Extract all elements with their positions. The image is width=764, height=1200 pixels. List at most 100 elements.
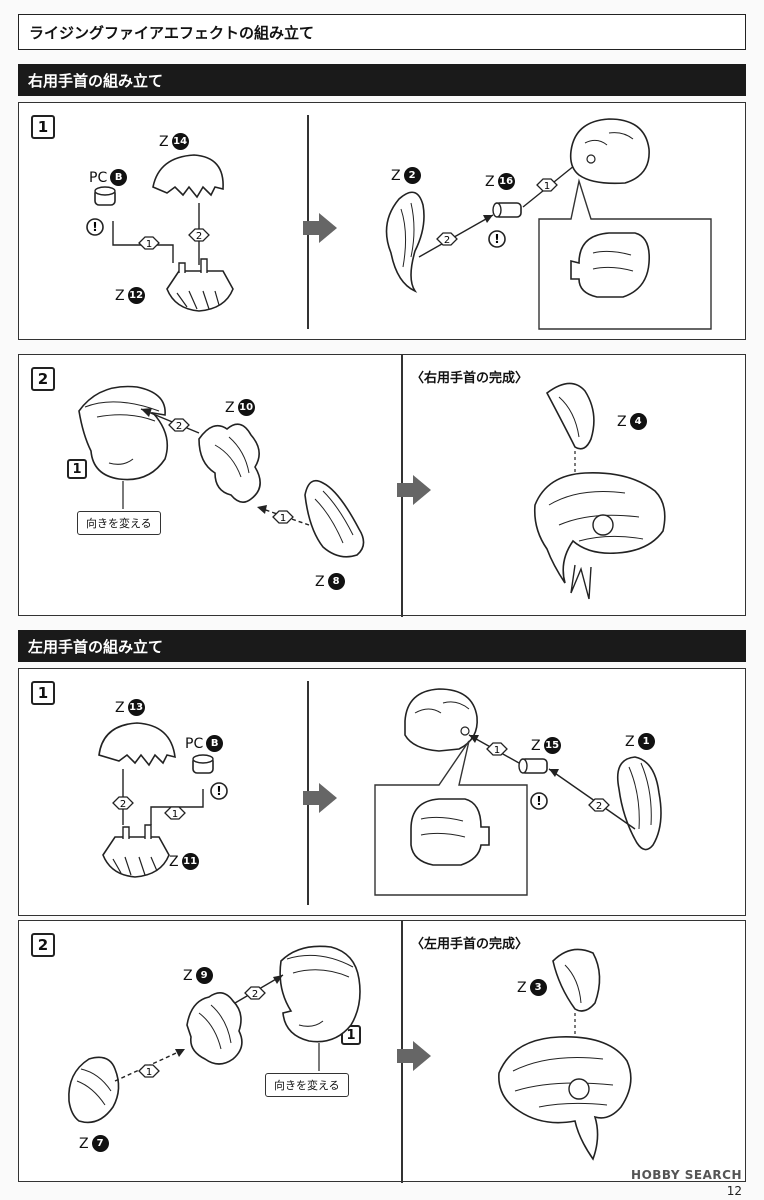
- note-turn-around: 向きを変える: [77, 511, 161, 535]
- part-z4-flame: [545, 382, 595, 450]
- part-z3-flame: [552, 948, 601, 1012]
- part-z1-flame: [616, 756, 662, 851]
- svg-text:!: !: [536, 794, 541, 808]
- page-title: ライジングファイアエフェクトの組み立て: [18, 14, 746, 50]
- next-step-arrow: [397, 1041, 431, 1071]
- sequence-markers: 2 1 1 2 ! !: [112, 742, 610, 820]
- complete-caption: 〈左用手首の完成〉: [411, 937, 529, 952]
- fist-detail: [570, 232, 651, 298]
- illustration-right-step1: [94, 118, 712, 330]
- seq-marker-1: 1: [486, 742, 508, 756]
- seq-marker-2: 2: [244, 986, 266, 1000]
- seq-marker-1: 1: [138, 236, 160, 250]
- svg-text:!: !: [216, 784, 221, 798]
- sequence-markers: 2 1: [138, 986, 266, 1078]
- completed-left-wrist: [498, 1036, 632, 1161]
- complete-caption: 〈右用手首の完成〉: [411, 371, 529, 386]
- seq-marker-1: 1: [536, 178, 558, 192]
- part-z9-flame: [186, 992, 243, 1065]
- part-z13-cap: [98, 722, 176, 767]
- part-z12-ribs: [176, 290, 220, 310]
- seq-marker-2: 2: [168, 418, 190, 432]
- seq-marker-2: 2: [588, 798, 610, 812]
- part-z12-pegs: [178, 258, 208, 273]
- ref-step-badge: 1: [67, 459, 87, 479]
- next-step-arrow: [397, 475, 431, 505]
- section-title-right-wrist: 右用手首の組み立て: [18, 64, 746, 96]
- fist-part: [569, 118, 650, 185]
- svg-text:1: 1: [146, 1067, 152, 1078]
- svg-text:1: 1: [146, 239, 152, 250]
- part-z11-base: [102, 836, 170, 878]
- seq-marker-2: 2: [112, 796, 134, 810]
- illustration-left-step1: [98, 688, 662, 896]
- svg-text:!: !: [92, 220, 97, 234]
- fist-detail: [410, 798, 490, 866]
- assembly-arrow: [548, 768, 636, 830]
- seq-marker-2: 2: [188, 228, 210, 242]
- svg-text:1: 1: [544, 181, 550, 192]
- seq-marker-2: 2: [436, 232, 458, 246]
- illustration-right-step2: [78, 382, 666, 600]
- sequence-markers: 2 1: [168, 418, 294, 524]
- assembly-arrow: [418, 214, 494, 258]
- next-step-arrow: [303, 783, 337, 813]
- svg-text:2: 2: [176, 421, 182, 432]
- attention-mark: !: [86, 218, 104, 236]
- fist-part: [404, 688, 478, 752]
- next-step-arrow: [303, 213, 337, 243]
- assembly-arrow: [140, 408, 200, 434]
- svg-text:1: 1: [280, 513, 286, 524]
- seq-marker-1: 1: [138, 1064, 160, 1078]
- part-z10-flame: [198, 423, 261, 503]
- part-z12-base: [166, 270, 234, 312]
- fist-with-cap: [279, 945, 361, 1043]
- part-z7-base: [68, 1056, 120, 1124]
- step-badge: 2: [31, 933, 55, 957]
- step-badge: 1: [31, 115, 55, 139]
- note-turn-around: 向きを変える: [265, 1073, 349, 1097]
- seq-marker-1: 1: [164, 806, 186, 820]
- illustration-left-step2: [68, 945, 632, 1161]
- attention-mark: !: [488, 230, 506, 248]
- svg-text:2: 2: [444, 235, 450, 246]
- step-badge: 2: [31, 367, 55, 391]
- part-z14-cap: [152, 154, 224, 199]
- sequence-markers: 1 2 2 1 ! !: [86, 178, 558, 250]
- svg-text:1: 1: [172, 809, 178, 820]
- svg-text:1: 1: [494, 745, 500, 756]
- svg-text:2: 2: [120, 799, 126, 810]
- svg-text:2: 2: [596, 801, 602, 812]
- section-title-left-wrist: 左用手首の組み立て: [18, 630, 746, 662]
- svg-text:!: !: [494, 232, 499, 246]
- part-z8-base: [304, 479, 365, 558]
- attention-mark: !: [530, 792, 548, 810]
- page-number: 12: [726, 1184, 742, 1198]
- watermark: HOBBY SEARCH: [631, 1168, 742, 1182]
- svg-text:2: 2: [252, 989, 258, 1000]
- seq-marker-1: 1: [272, 510, 294, 524]
- svg-text:2: 2: [196, 231, 202, 242]
- step-badge: 1: [31, 681, 55, 705]
- attention-mark: !: [210, 782, 228, 800]
